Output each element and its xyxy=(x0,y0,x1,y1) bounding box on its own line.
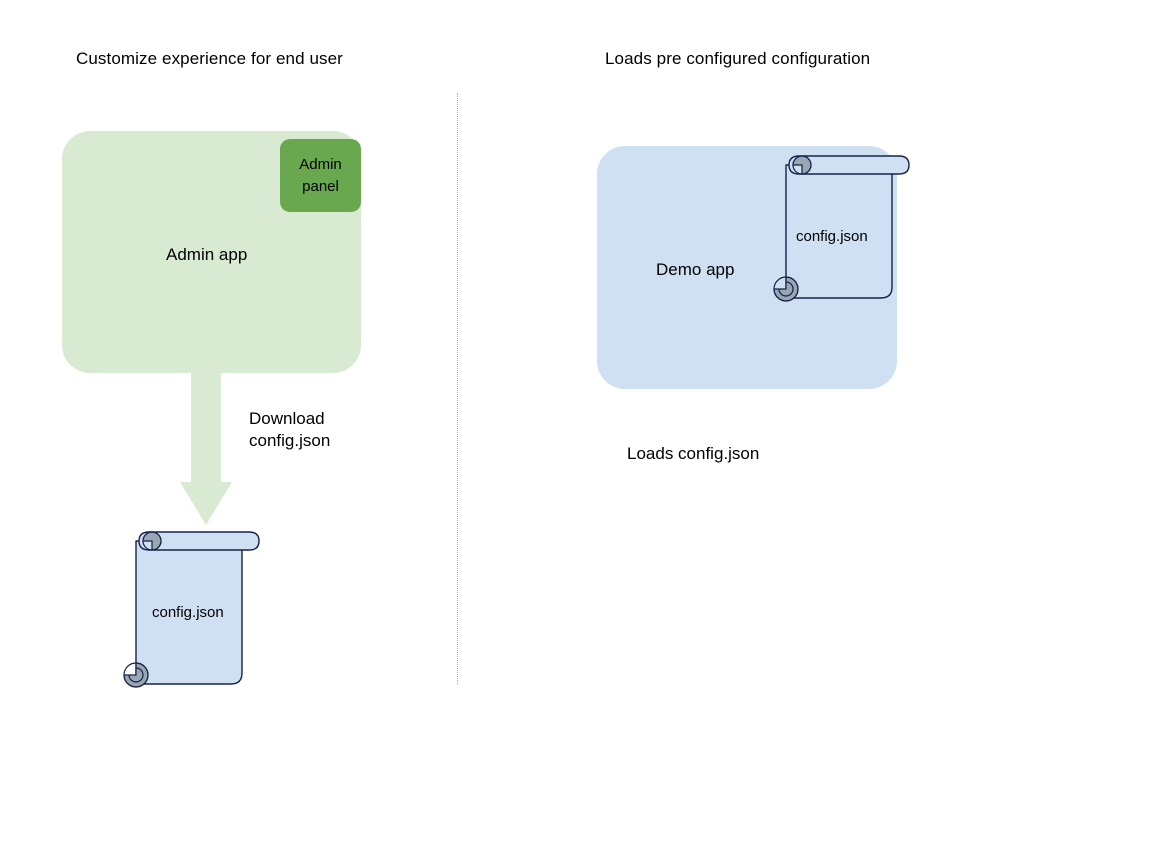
download-arrow-caption: Download config.json xyxy=(249,409,331,450)
config-json-label-left: config.json xyxy=(152,604,224,621)
admin-app-label: Admin app xyxy=(166,245,248,264)
column-divider xyxy=(457,93,458,685)
admin-panel-box[interactable]: Admin panel xyxy=(280,139,361,212)
config-json-label-right: config.json xyxy=(796,228,868,245)
demo-app-label: Demo app xyxy=(656,260,735,279)
config-json-document-right[interactable]: config.json xyxy=(768,151,918,321)
config-json-document-left[interactable]: config.json xyxy=(118,527,268,697)
right-column-heading: Loads pre configured configuration xyxy=(605,49,871,68)
loads-config-caption: Loads config.json xyxy=(627,444,760,463)
download-arrow-icon xyxy=(176,370,236,530)
admin-panel-label: Admin panel xyxy=(299,155,342,195)
left-column-heading: Customize experience for end user xyxy=(76,49,343,68)
